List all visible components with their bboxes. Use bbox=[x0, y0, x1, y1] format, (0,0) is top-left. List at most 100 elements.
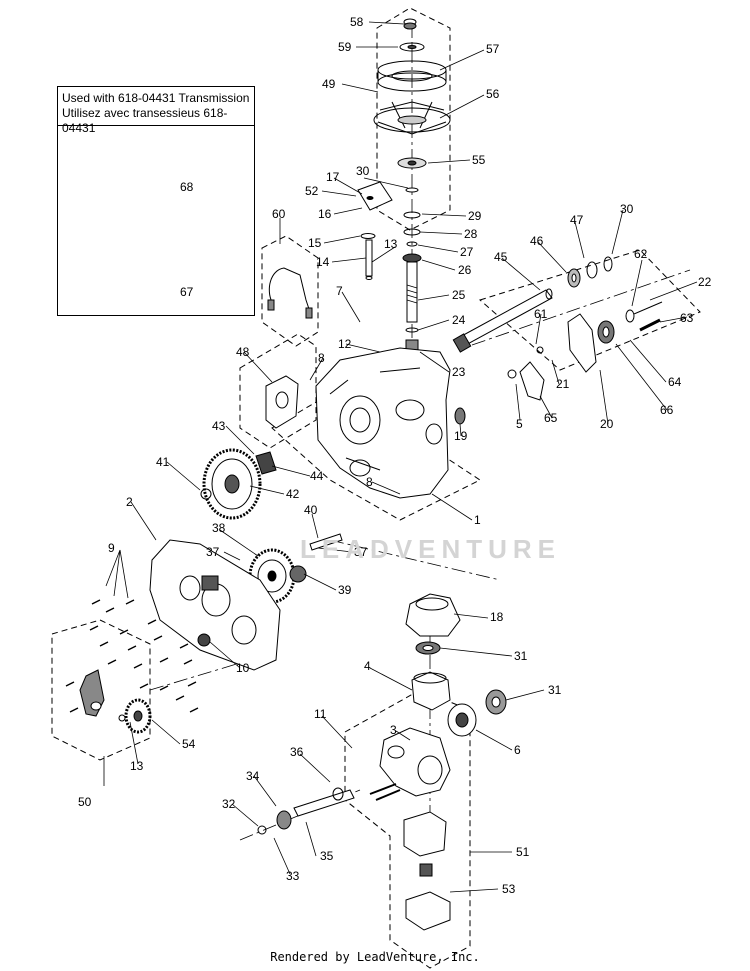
inset-title-line1: Used with 618-04431 Transmission bbox=[62, 91, 250, 105]
callout-47: 47 bbox=[570, 213, 584, 227]
callout-31b: 31 bbox=[548, 683, 562, 697]
callout-1: 1 bbox=[474, 513, 481, 527]
callout-labels: 58 59 57 49 56 55 30 17 52 16 29 28 15 2… bbox=[78, 15, 712, 896]
gear-part-54 bbox=[118, 698, 152, 734]
gear-part-42 bbox=[200, 448, 277, 520]
callout-67: 67 bbox=[180, 285, 194, 299]
shaft-part-25 bbox=[402, 253, 422, 351]
callout-60: 60 bbox=[272, 207, 286, 221]
callout-57: 57 bbox=[486, 42, 500, 56]
callout-12: 12 bbox=[338, 337, 352, 351]
callout-44: 44 bbox=[310, 469, 324, 483]
callout-48: 48 bbox=[236, 345, 250, 359]
callout-23: 23 bbox=[452, 365, 466, 379]
callout-43: 43 bbox=[212, 419, 226, 433]
callout-19: 19 bbox=[454, 429, 468, 443]
nut-part-58 bbox=[399, 18, 425, 52]
callout-52: 52 bbox=[305, 184, 319, 198]
callout-66: 66 bbox=[660, 403, 674, 417]
cable-part-60 bbox=[267, 267, 313, 319]
callout-33: 33 bbox=[286, 869, 300, 883]
plate-part-48 bbox=[265, 375, 299, 429]
inset-title-line2: Utilisez avec transessieus 618-04431 bbox=[62, 106, 228, 135]
callout-31a: 31 bbox=[514, 649, 528, 663]
callout-5: 5 bbox=[516, 417, 523, 431]
lever-part-50 bbox=[79, 669, 105, 717]
callout-16: 16 bbox=[318, 207, 332, 221]
callout-7: 7 bbox=[336, 284, 343, 298]
callout-35: 35 bbox=[320, 849, 334, 863]
callout-59: 59 bbox=[338, 40, 352, 54]
callout-55: 55 bbox=[472, 153, 486, 167]
callout-36: 36 bbox=[290, 745, 304, 759]
leader-lines bbox=[103, 21, 698, 893]
callout-8b: 8 bbox=[366, 475, 373, 489]
callout-49: 49 bbox=[322, 77, 336, 91]
callout-32: 32 bbox=[222, 797, 236, 811]
pulley-part-57 bbox=[377, 60, 447, 92]
callout-24: 24 bbox=[452, 313, 466, 327]
callout-25: 25 bbox=[452, 288, 466, 302]
housing-part-18 bbox=[405, 593, 461, 655]
shaft-part-35 bbox=[257, 787, 355, 835]
hub-part-55 bbox=[397, 157, 427, 169]
callout-38: 38 bbox=[212, 521, 226, 535]
cover-part-2 bbox=[149, 539, 281, 671]
part-6-31 bbox=[447, 689, 507, 737]
callout-62: 62 bbox=[634, 247, 648, 261]
callout-17: 17 bbox=[326, 170, 340, 184]
inset-box: Used with 618-04431 Transmission Utilise… bbox=[57, 86, 255, 316]
callout-51: 51 bbox=[516, 845, 530, 859]
callout-9: 9 bbox=[108, 541, 115, 555]
callout-42: 42 bbox=[286, 487, 300, 501]
callout-15: 15 bbox=[308, 236, 322, 250]
callout-50: 50 bbox=[78, 795, 92, 809]
callout-11: 11 bbox=[314, 707, 327, 721]
housing-part-3 bbox=[369, 727, 451, 801]
inset-divider bbox=[58, 125, 254, 126]
parts-51-53 bbox=[403, 811, 451, 931]
callout-22: 22 bbox=[698, 275, 712, 289]
axle-part-45 bbox=[452, 256, 613, 353]
callout-39: 39 bbox=[338, 583, 352, 597]
brake-assembly-parts bbox=[507, 301, 663, 401]
callout-46: 46 bbox=[530, 234, 544, 248]
bracket-part-17 bbox=[357, 181, 393, 280]
inset-title: Used with 618-04431 Transmission Utilise… bbox=[62, 91, 254, 136]
callout-63: 63 bbox=[680, 311, 694, 325]
callout-68: 68 bbox=[180, 180, 194, 194]
callout-18: 18 bbox=[490, 610, 504, 624]
callout-30a: 30 bbox=[356, 164, 370, 178]
inset-callouts: 68 67 bbox=[180, 180, 194, 299]
callout-45: 45 bbox=[494, 250, 508, 264]
callout-37a: 37 bbox=[206, 545, 220, 559]
fan-part-56 bbox=[373, 101, 451, 135]
callout-4: 4 bbox=[364, 659, 371, 673]
callout-21: 21 bbox=[556, 377, 570, 391]
callout-20: 20 bbox=[600, 417, 614, 431]
callout-29: 29 bbox=[468, 209, 482, 223]
callout-26: 26 bbox=[458, 263, 472, 277]
watermark: LEADVENTURE bbox=[300, 534, 562, 564]
callout-8a: 8 bbox=[318, 351, 325, 365]
callout-27: 27 bbox=[460, 245, 474, 259]
callout-65: 65 bbox=[544, 411, 558, 425]
callout-40: 40 bbox=[304, 503, 318, 517]
housing-part-1 bbox=[315, 347, 466, 499]
callout-28: 28 bbox=[464, 227, 478, 241]
callout-37b: 37 bbox=[354, 545, 368, 559]
callout-54: 54 bbox=[182, 737, 196, 751]
callout-61: 61 bbox=[534, 307, 548, 321]
callout-13b: 13 bbox=[130, 759, 144, 773]
bolts-part-9 bbox=[65, 599, 199, 713]
callout-41: 41 bbox=[156, 455, 170, 469]
callout-64: 64 bbox=[668, 375, 682, 389]
footer-credit: Rendered by LeadVenture, Inc. bbox=[270, 950, 480, 964]
callout-14: 14 bbox=[316, 255, 330, 269]
callout-34: 34 bbox=[246, 769, 260, 783]
callout-30b: 30 bbox=[620, 202, 634, 216]
callout-13a: 13 bbox=[384, 237, 398, 251]
callout-56: 56 bbox=[486, 87, 500, 101]
block-part-4 bbox=[411, 671, 451, 711]
